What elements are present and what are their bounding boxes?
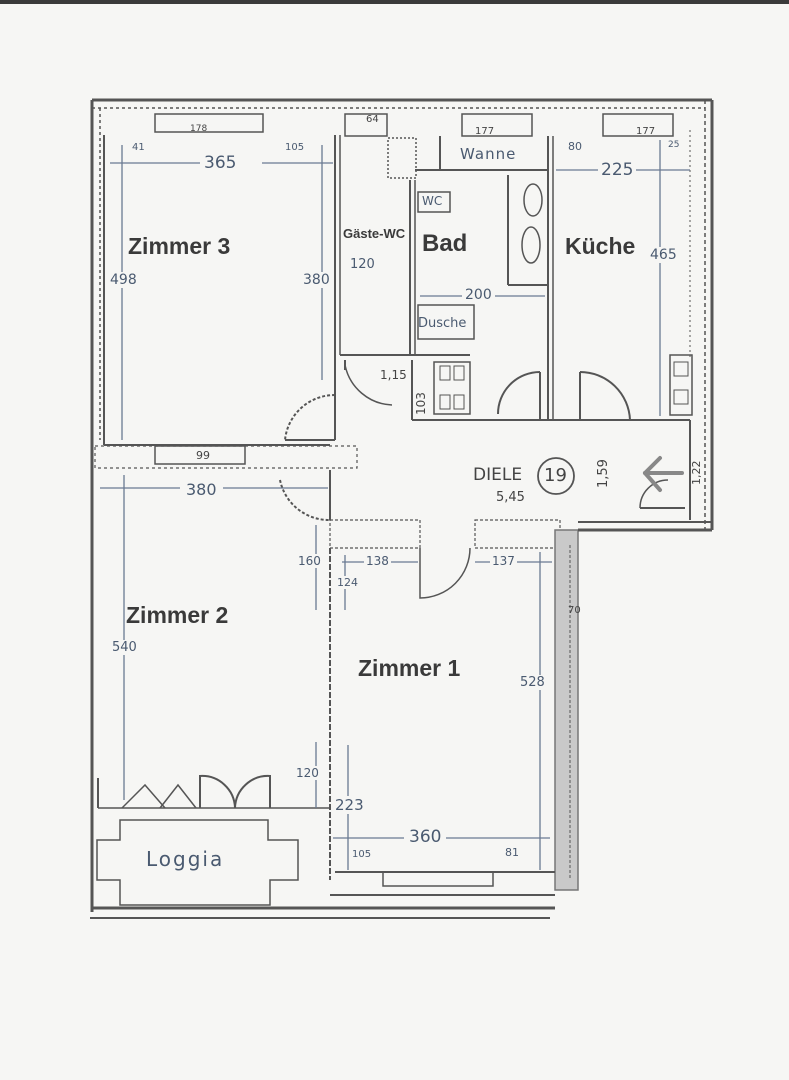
dim-bad-window: 177 xyxy=(475,126,495,137)
dim-zimmer3-left-window: 41 xyxy=(132,142,145,153)
dim-kueche-depth: 465 xyxy=(650,247,677,263)
dim-entry-70: 70 xyxy=(568,605,581,616)
dim-160: 160 xyxy=(298,554,321,568)
fixture-label-dusche: Dusche xyxy=(418,316,467,331)
dim-120: 120 xyxy=(296,766,319,780)
room-label-kueche: Küche xyxy=(565,233,636,259)
dim-124: 124 xyxy=(337,576,358,589)
dim-kueche-window: 177 xyxy=(636,126,656,137)
dim-gaeste-wc-window: 64 xyxy=(366,114,379,125)
dim-zimmer3-depth-left: 498 xyxy=(110,272,137,288)
dim-zimmer1-width: 360 xyxy=(404,827,447,847)
dim-zimmer1-depth: 528 xyxy=(520,675,545,690)
room-label-zimmer-1: Zimmer 1 xyxy=(358,655,461,681)
dim-gaeste-wc-width: 120 xyxy=(350,257,375,272)
diele-width: 5,45 xyxy=(496,490,525,505)
dim-bad-width: 200 xyxy=(462,287,495,303)
room-label-zimmer-2: Zimmer 2 xyxy=(126,602,229,628)
dim-zimmer3-depth-right: 380 xyxy=(303,272,330,288)
dim-zimmer3-window: 178 xyxy=(190,124,208,134)
room-label-gaeste-wc: Gäste-WC xyxy=(343,226,406,241)
dim-entry-width: 1,22 xyxy=(690,460,703,486)
dim-hall-1-15: 1,15 xyxy=(380,368,407,382)
dim-138: 138 xyxy=(364,554,391,568)
dim-zimmer2-depth: 540 xyxy=(112,640,137,655)
dim-223: 223 xyxy=(335,796,364,814)
dim-105: 105 xyxy=(352,849,372,860)
room-label-zimmer-3: Zimmer 3 xyxy=(128,233,231,259)
dim-kueche-width: 225 xyxy=(598,160,637,180)
dim-kueche-window-right: 25 xyxy=(668,140,680,150)
dim-zimmer3-width: 365 xyxy=(200,153,241,173)
diele-depth: 1,59 xyxy=(596,459,611,488)
dim-zimmer3-right-window: 105 xyxy=(285,142,305,153)
diele-room-number: 19 xyxy=(544,465,567,486)
fixture-label-wc: WC xyxy=(422,194,443,208)
room-label-diele: DIELE xyxy=(473,465,523,485)
fixture-label-wanne: Wanne xyxy=(460,145,517,163)
dim-kueche-window-left: 80 xyxy=(568,140,582,153)
dim-137: 137 xyxy=(490,554,517,568)
dim-hall-103: 103 xyxy=(414,392,428,415)
room-label-bad: Bad xyxy=(422,230,468,257)
diele-room-number-circle xyxy=(537,457,575,495)
room-label-loggia: Loggia xyxy=(146,847,225,871)
entrance-arrow-icon xyxy=(643,456,684,492)
dim-zimmer2-width: 380 xyxy=(180,480,223,499)
scan-top-edge xyxy=(0,0,789,4)
dim-zimmer3-door: 99 xyxy=(196,449,210,462)
dim-81: 81 xyxy=(505,846,519,859)
